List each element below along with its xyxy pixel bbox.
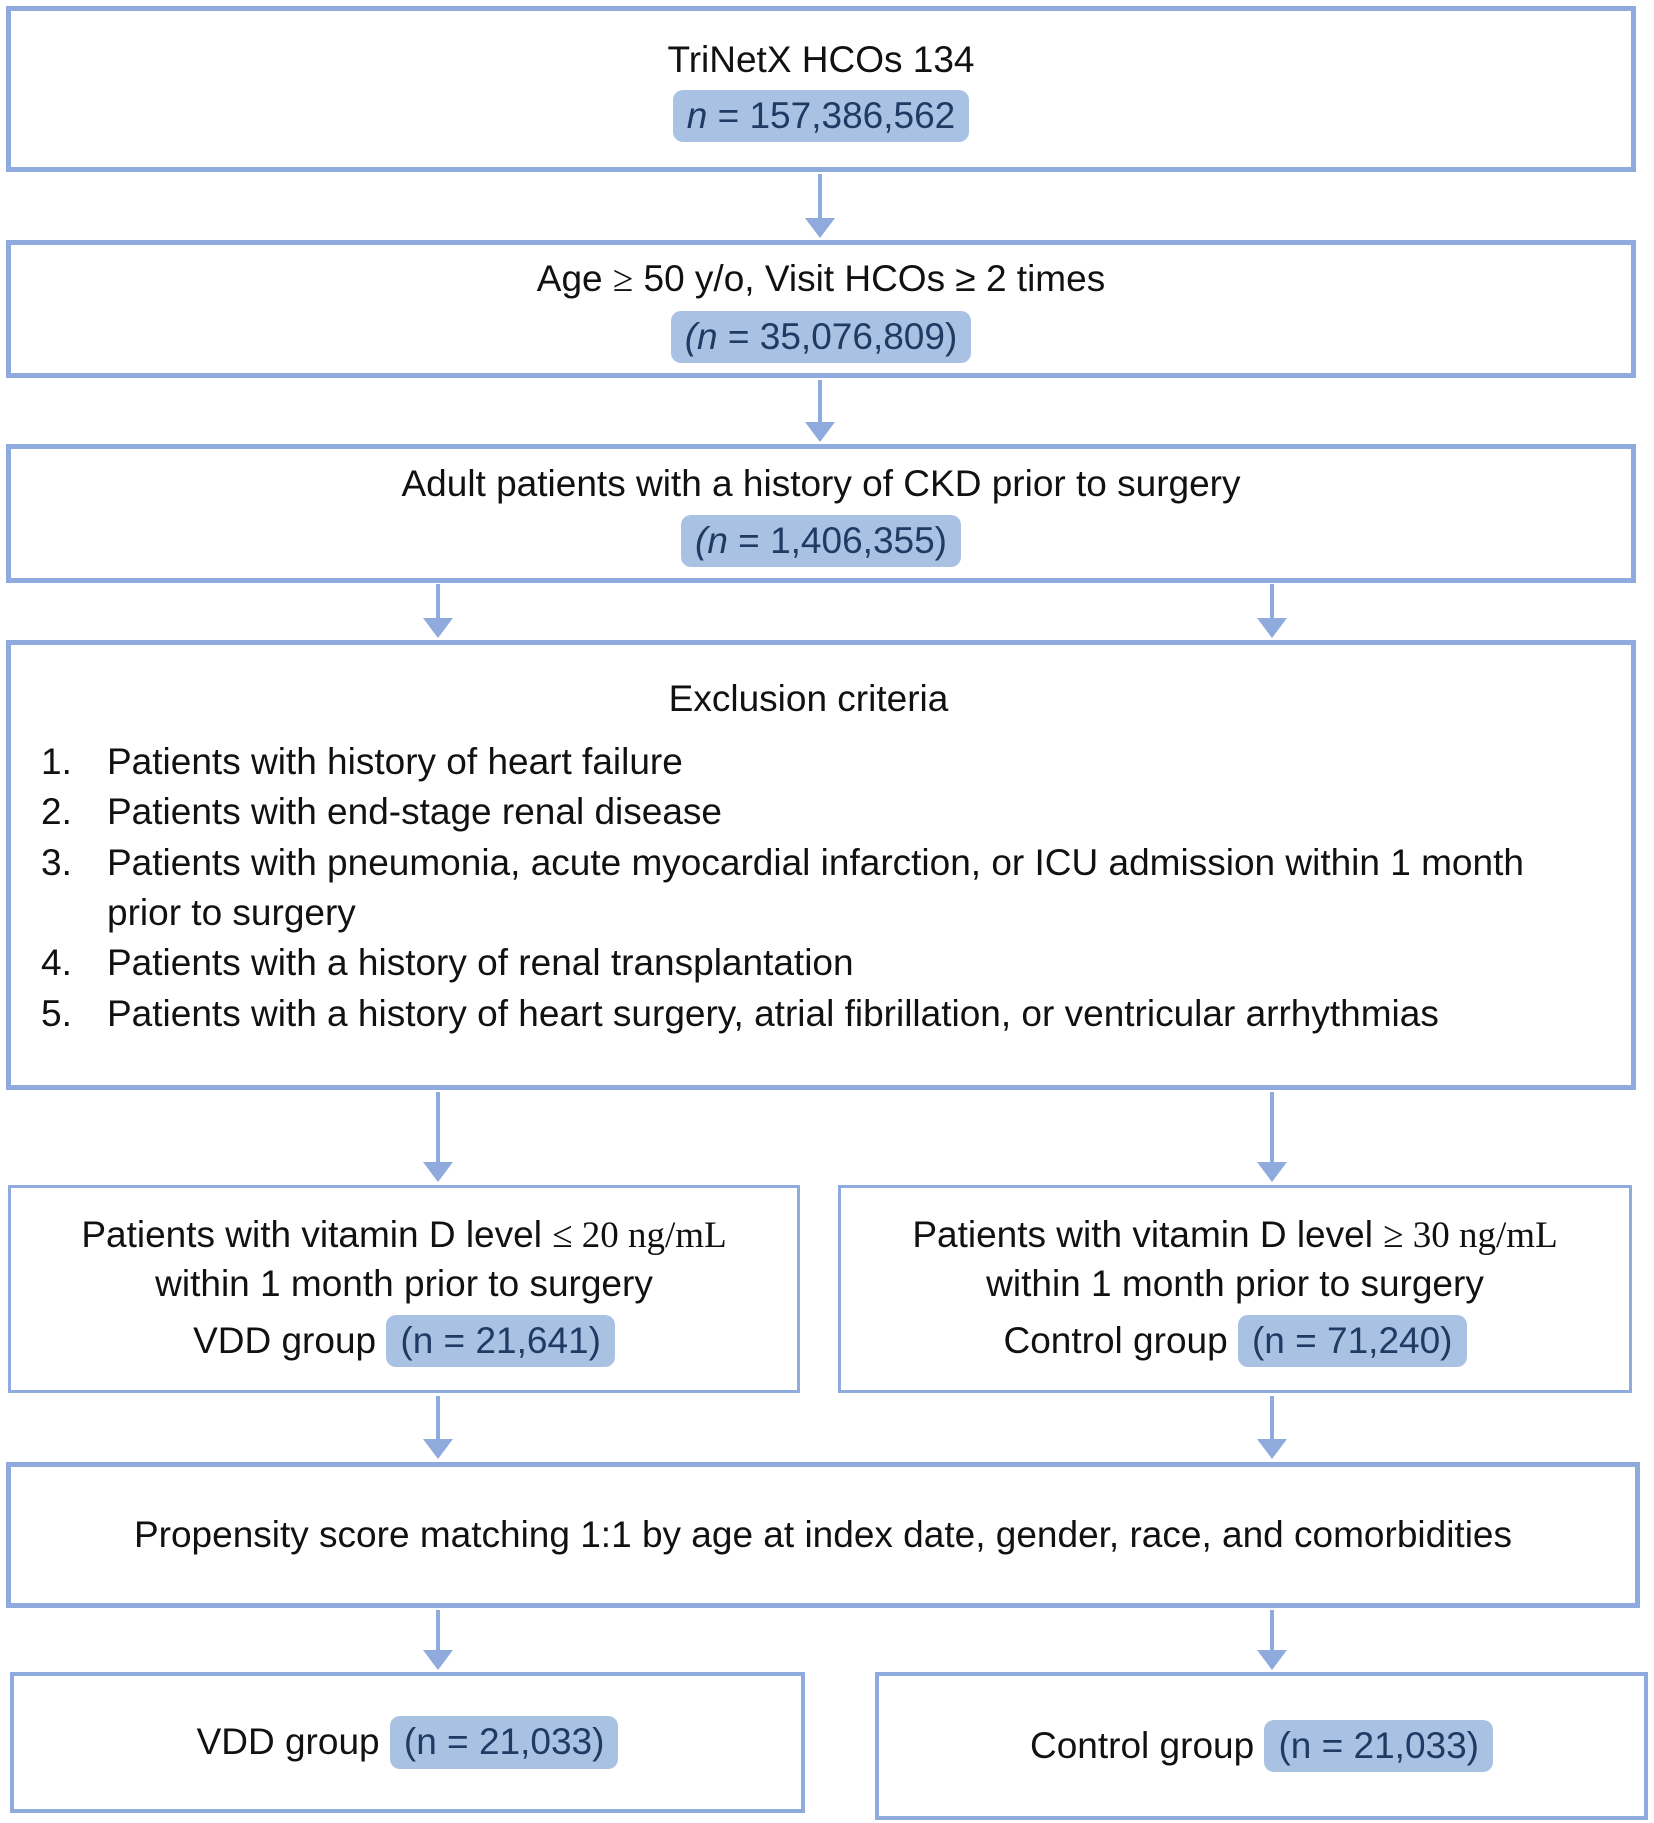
flow-arrow-5-left [423,1396,453,1459]
vdd-line1: Patients with vitamin D level ≤ 20 ng/mL [81,1214,727,1257]
control-line3: Control group (n = 71,240) [1003,1314,1467,1367]
count-highlight: (n = 21,033) [1264,1719,1494,1773]
exclusion-item: 5. Patients with a history of heart surg… [41,992,1439,1034]
count-highlight: (n = 35,076,809) [670,310,972,363]
count-highlight: (n = 1,406,355) [681,514,961,567]
flow-arrow-1 [805,174,835,238]
box-age-title: Age ≥ 50 y/o, Visit HCOs ≥ 2 times [536,258,1106,301]
exclusion-item: 3. Patients with pneumonia, acute myocar… [41,841,1524,934]
flow-arrow-6-right [1257,1610,1287,1670]
flow-arrow-3-right [1257,584,1287,638]
box-propensity-matching: Propensity score matching 1:1 by age at … [6,1462,1640,1608]
exclusion-item: 2. Patients with end-stage renal disease [41,791,722,833]
vdd-final-text: VDD group (n = 21,033) [197,1716,619,1769]
box-trinetx-title: TriNetX HCOs 134 [667,38,975,80]
flow-arrow-4-right [1257,1092,1287,1182]
flow-arrow-4-left [423,1092,453,1182]
box-vdd-final: VDD group (n = 21,033) [10,1672,805,1813]
flow-arrow-5-right [1257,1396,1287,1459]
count-highlight: (n = 21,033) [389,1716,619,1769]
flow-arrow-6-left [423,1610,453,1670]
vdd-line3: VDD group (n = 21,641) [193,1314,615,1367]
box-ckd-patients: Adult patients with a history of CKD pri… [6,444,1636,583]
count-highlight: (n = 71,240) [1237,1314,1467,1367]
control-line2: within 1 month prior to surgery [986,1263,1484,1305]
box-exclusion-criteria: Exclusion criteria 1. Patients with hist… [6,640,1636,1090]
box-age-count: (n = 35,076,809) [670,310,972,363]
box-control-final: Control group (n = 21,033) [875,1672,1648,1820]
box-vdd-group: Patients with vitamin D level ≤ 20 ng/mL… [8,1185,800,1393]
flow-arrow-3-left [423,584,453,638]
exclusion-item: 4. Patients with a history of renal tran… [41,942,854,984]
box-control-group: Patients with vitamin D level ≥ 30 ng/mL… [838,1185,1632,1393]
control-final-text: Control group (n = 21,033) [1030,1719,1494,1773]
box-trinetx-cohort: TriNetX HCOs 134 n = 157,386,562 [6,6,1636,172]
exclusion-item: 1. Patients with history of heart failur… [41,741,683,783]
flow-arrow-2 [805,380,835,442]
box-age-filter: Age ≥ 50 y/o, Visit HCOs ≥ 2 times (n = … [6,240,1636,378]
control-line1: Patients with vitamin D level ≥ 30 ng/mL [912,1214,1558,1257]
exclusion-title: Exclusion criteria [668,678,949,719]
psm-text: Propensity score matching 1:1 by age at … [133,1513,1513,1555]
box-trinetx-count: n = 157,386,562 [672,90,970,143]
box-ckd-title: Adult patients with a history of CKD pri… [401,463,1241,505]
vdd-line2: within 1 month prior to surgery [155,1263,653,1305]
box-ckd-count: (n = 1,406,355) [681,514,961,567]
count-highlight: (n = 21,641) [386,1314,615,1367]
count-highlight: n = 157,386,562 [672,90,970,143]
